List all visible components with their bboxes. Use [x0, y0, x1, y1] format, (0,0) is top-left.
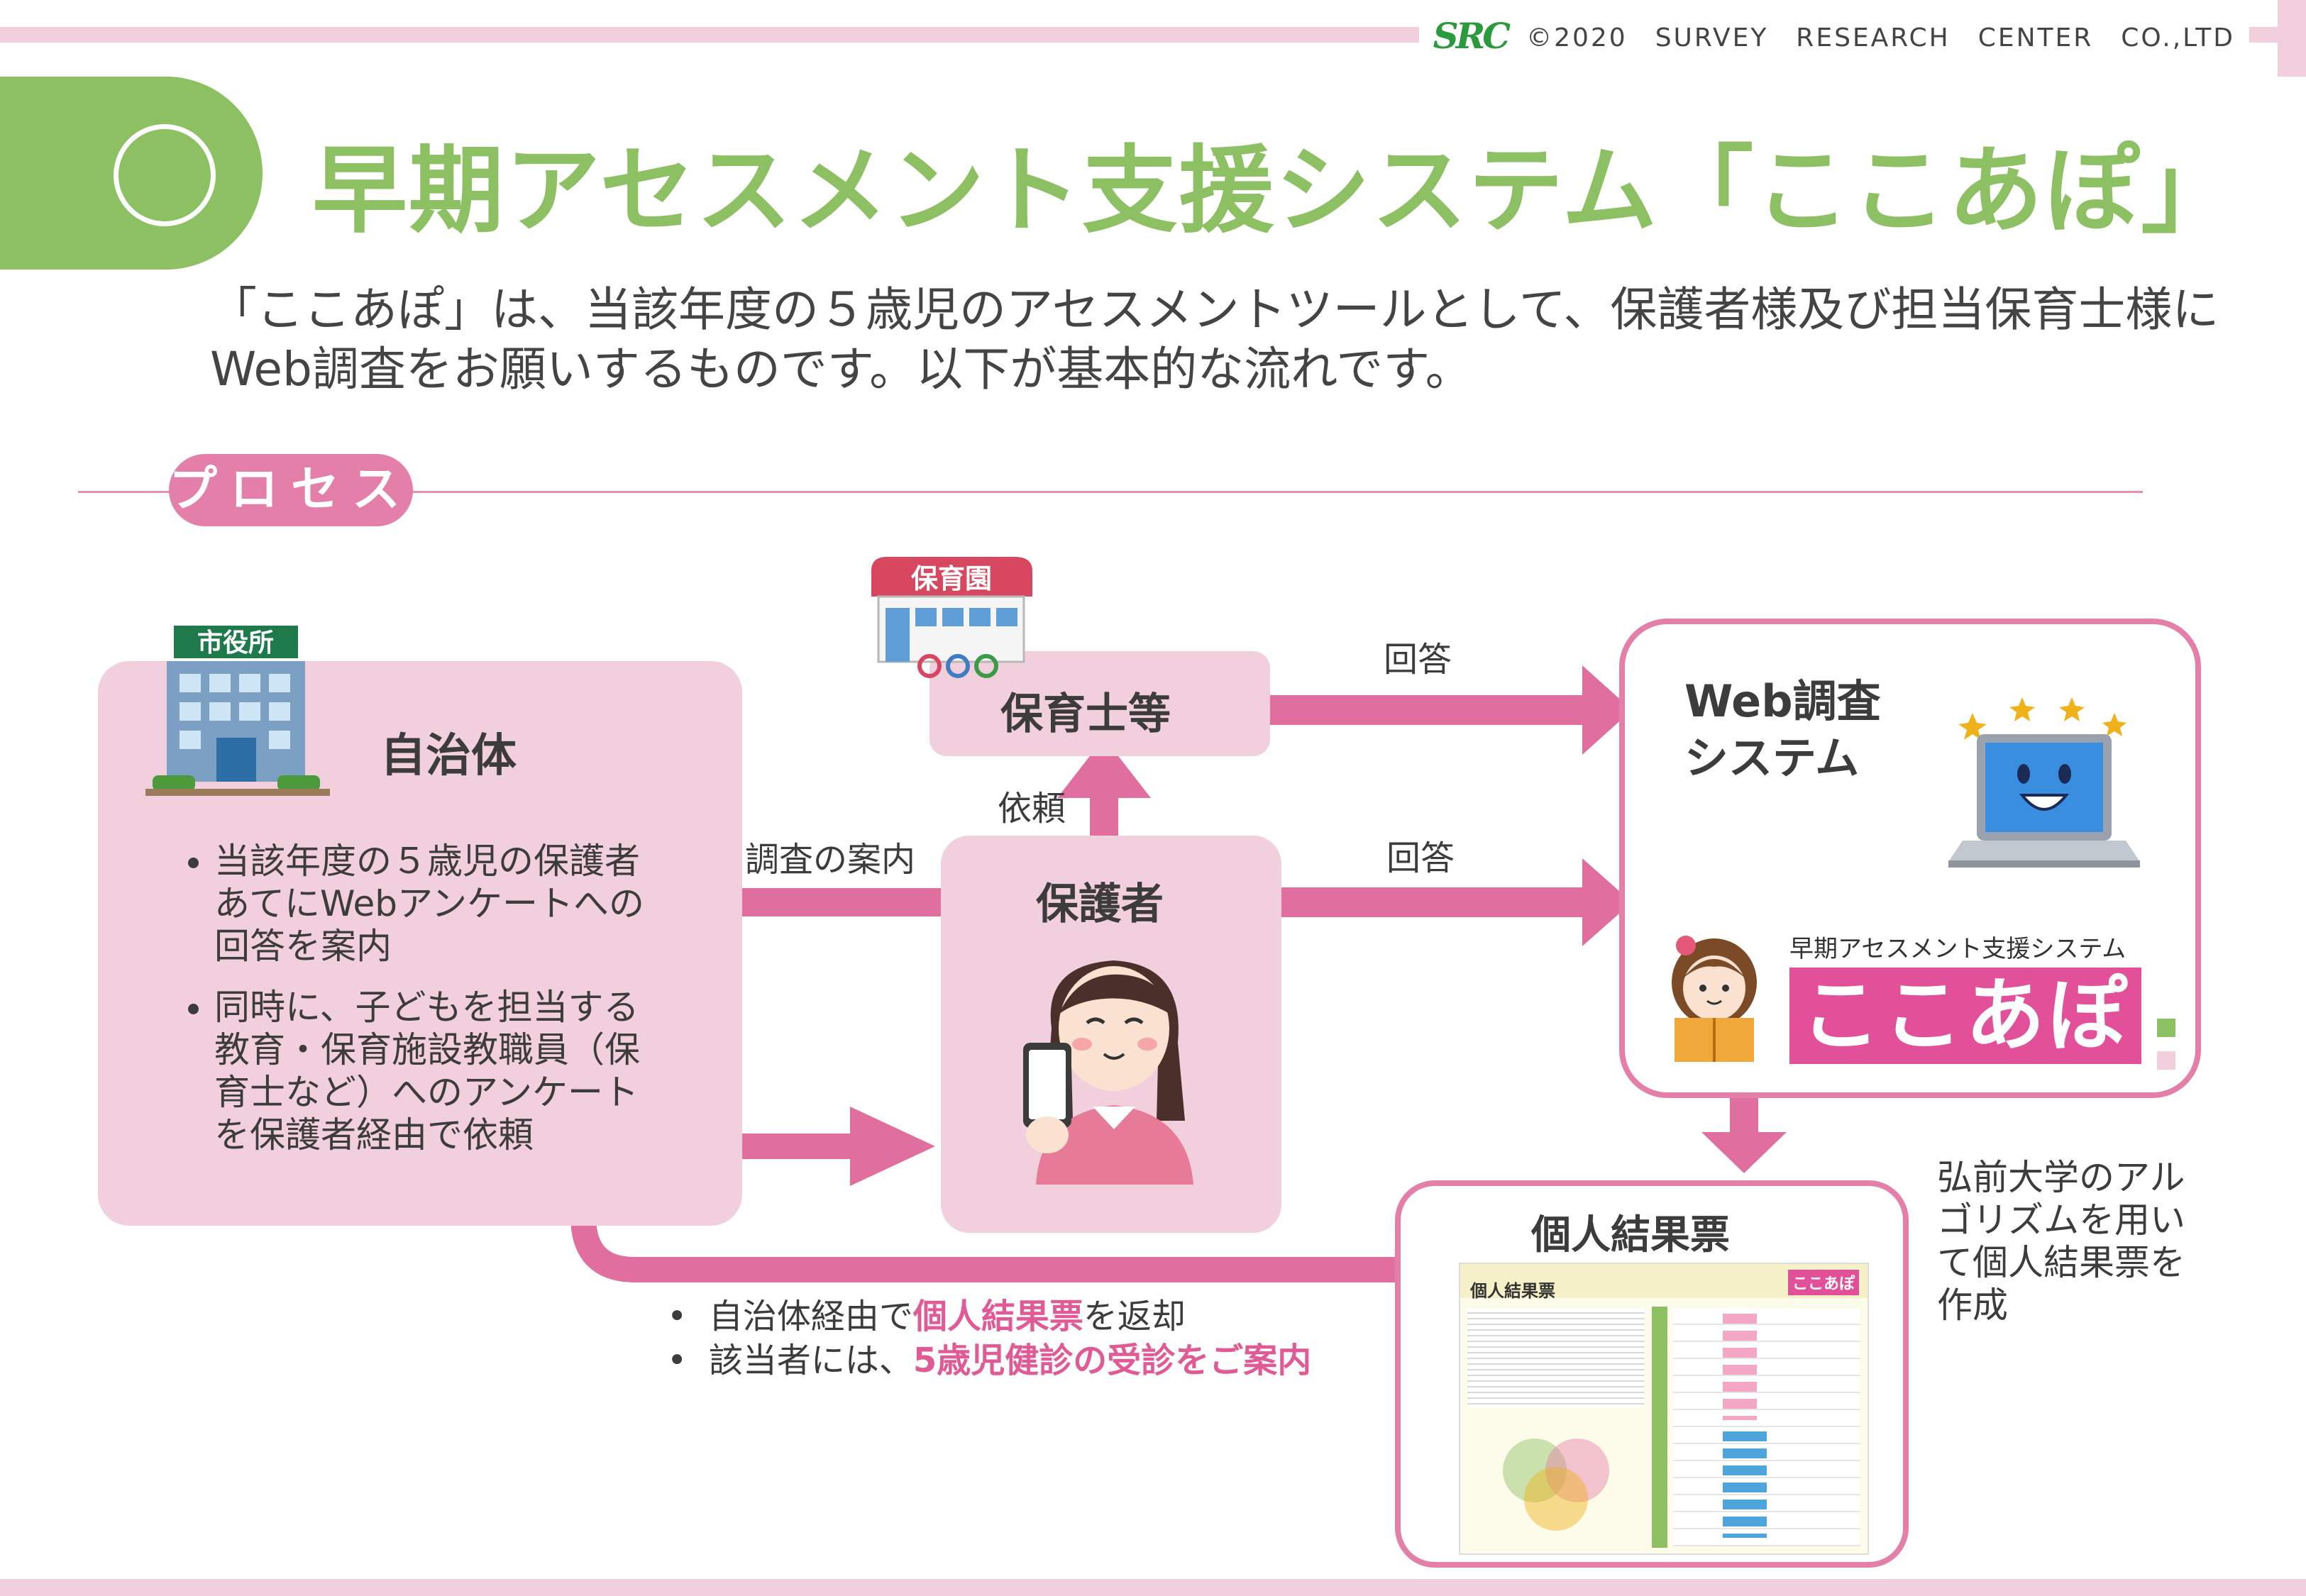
municipality-bullet: 当該年度の５歳児の保護者あてにWebアンケートへの回答を案内: [214, 840, 670, 968]
bottom-note-2: • 該当者には、5歳児健診の受診をご案内: [667, 1341, 1312, 1380]
reading-girl-icon: [1672, 936, 1757, 1062]
thumb-title: 個人結果票: [1470, 1281, 1555, 1301]
highlight-checkup: 5歳児健診の受診をご案内: [912, 1341, 1312, 1380]
company-logo: SRC: [1433, 14, 1511, 57]
edge-label-answer-guardian: 回答: [1386, 838, 1455, 878]
thumb-bars-2: [1723, 1431, 1767, 1538]
smiling-laptop-icon: [1948, 697, 2140, 868]
result-sheet-title: 個人結果票: [1531, 1212, 1730, 1258]
decor-square-pink: [2157, 1051, 2175, 1070]
section-label: プロセス: [169, 454, 413, 526]
municipality-bullets: 当該年度の５歳児の保護者あてにWebアンケートへの回答を案内 同時に、子どもを担…: [173, 840, 670, 1175]
arrow-create-result: [1730, 1092, 1758, 1134]
edge-label-request: 依頼: [998, 789, 1066, 829]
city-hall-sign: 市役所: [197, 628, 274, 658]
thumb-left-text: [1467, 1308, 1645, 1407]
product-caption: 早期アセスメント支援システム: [1789, 935, 2126, 963]
municipality-bullet: 同時に、子どもを担当する教育・保育施設教職員（保育士など）へのアンケートを保護者…: [214, 986, 670, 1156]
guardian-with-phone-icon: [1023, 960, 1193, 1185]
highlight-result-sheet: 個人結果票: [912, 1297, 1083, 1336]
web-system-title-line2: システム: [1684, 732, 1860, 784]
guardian-title: 保護者: [1036, 880, 1164, 929]
thumb-venn: [1489, 1431, 1623, 1531]
thumb-bars-1: [1723, 1314, 1757, 1420]
nursery-staff-panel: [929, 651, 1270, 756]
intro-text: 「ここあぽ」は、当該年度の５歳児のアセスメントツールとして、保護者様及び担当保育…: [210, 282, 2219, 397]
decor-square-green: [2157, 1019, 2175, 1037]
thumb-side-tab: [1652, 1307, 1667, 1548]
side-note-line: て個人結果票を: [1937, 1242, 2185, 1283]
brand: SRC ©2020 SURVEY RESEARCH CENTER CO.,LTD: [1418, 14, 2249, 57]
side-note-line: ゴリズムを用い: [1937, 1199, 2185, 1241]
edge-label-answer-staff: 回答: [1384, 640, 1452, 680]
arrow-answer-guardian-head: [1582, 858, 1632, 946]
bottom-note-1: • 自治体経由で個人結果票を返却: [667, 1297, 1186, 1336]
section-divider: [78, 491, 2143, 493]
corner-tab: [2278, 0, 2306, 77]
nursery-school-icon: 保育園: [871, 557, 1032, 678]
edge-label-survey-guide: 調査の案内: [745, 840, 916, 880]
city-hall-icon: 市役所: [145, 626, 330, 796]
arrow-answer-guardian: [1243, 887, 1584, 917]
side-note-line: 弘前大学のアル: [1937, 1157, 2185, 1198]
page-title: 早期アセスメント支援システム「ここあぽ」: [312, 135, 2238, 246]
circle-icon: [114, 124, 216, 226]
arrow-answer-staff-head: [1582, 665, 1632, 755]
thumb-logo: ここあぽ: [1788, 1270, 1860, 1295]
arrow-request-head: [1057, 738, 1151, 798]
arrow-survey-guide: [704, 888, 975, 916]
arrow-create-result-head: [1701, 1132, 1787, 1173]
side-note-line: 作成: [1937, 1285, 2008, 1326]
arrow-return-head: [850, 1107, 935, 1186]
municipality-title: 自治体: [380, 730, 517, 782]
nursery-staff-title: 保育士等: [1000, 689, 1171, 739]
footer-band: [0, 1579, 2306, 1596]
arrow-answer-staff: [1236, 695, 1584, 725]
bottom-notes: • 自治体経由で個人結果票を返却 • 該当者には、5歳児健診の受診をご案内: [667, 1295, 1311, 1382]
web-system-title-line1: Web調査: [1684, 675, 1881, 727]
result-sheet-thumbnail: 個人結果票 ここあぽ: [1459, 1263, 1869, 1555]
product-logo: ここあぽ: [1789, 968, 2141, 1064]
nursery-school-sign: 保育園: [911, 563, 992, 594]
thumb-table: [1673, 1308, 1860, 1546]
side-note: 弘前大学のアル ゴリズムを用い て個人結果票を 作成: [1937, 1156, 2185, 1326]
copyright: ©2020 SURVEY RESEARCH CENTER CO.,LTD: [1526, 23, 2235, 52]
